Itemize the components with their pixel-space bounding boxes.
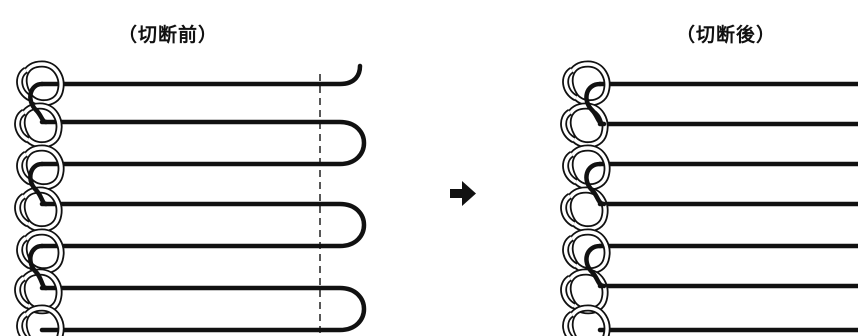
- right-arrow-icon: [450, 181, 476, 206]
- before-chain: [18, 64, 61, 336]
- after-chain-inner-loops: [584, 81, 607, 289]
- after-cut-label: （切断後）: [676, 24, 777, 46]
- before-cut-label: （切断前）: [118, 24, 219, 46]
- before-panel: [18, 63, 367, 336]
- before-chain-inner-loops: [28, 81, 49, 291]
- after-panel: [564, 64, 858, 336]
- after-cut-strands: [597, 81, 858, 333]
- before-serpentine-strand: [39, 63, 367, 333]
